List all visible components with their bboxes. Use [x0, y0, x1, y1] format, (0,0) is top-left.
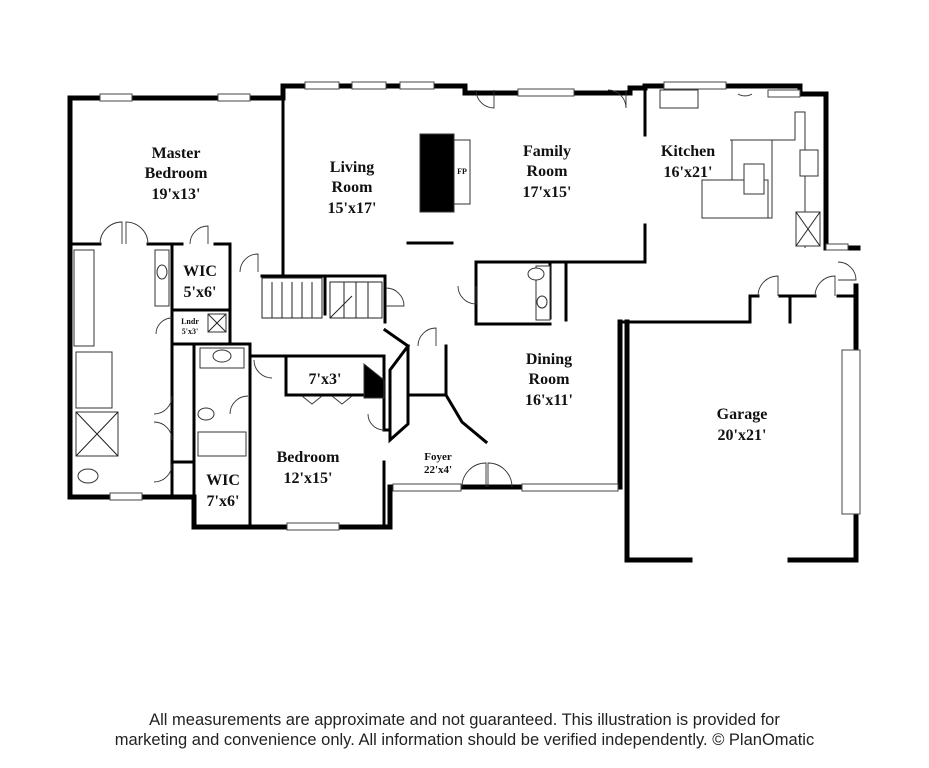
laundry-size: 5'x3' — [182, 327, 198, 336]
foyer-name: Foyer — [424, 451, 452, 463]
wic-bedroom-size: 7'x6' — [207, 493, 240, 510]
disclaimer-line-2: marketing and convenience only. All info… — [114, 731, 815, 749]
stairs — [261, 277, 383, 319]
laundry-name: Lndr — [181, 317, 199, 326]
family-room-name-1: Family — [523, 143, 571, 160]
dining-room-name-1: Dining — [526, 351, 572, 368]
dining-room-name-2: Room — [529, 371, 571, 388]
wic-master-name: WIC — [183, 263, 217, 280]
closet-size: 7'x3' — [309, 371, 342, 388]
garage-size: 20'x21' — [718, 427, 767, 444]
living-room-size: 15'x17' — [328, 200, 377, 217]
disclaimer-line-1: All measurements are approximate and not… — [149, 711, 780, 729]
room-labels: Master Bedroom 19'x13' Living Room 15'x1… — [145, 143, 768, 510]
master-bedroom-name-1: Master — [152, 145, 201, 162]
windows — [99, 81, 861, 531]
living-room-name-1: Living — [330, 159, 374, 176]
fireplace-label: FP — [457, 167, 467, 176]
master-bedroom-name-2: Bedroom — [145, 165, 208, 182]
wic-bedroom-name: WIC — [206, 472, 240, 489]
dining-room-size: 16'x11' — [525, 392, 573, 409]
bedroom-name: Bedroom — [277, 449, 340, 466]
doors — [99, 89, 857, 488]
fixtures: FP — [73, 89, 821, 484]
master-bedroom-size: 19'x13' — [152, 186, 201, 203]
foyer-size: 22'x4' — [424, 464, 452, 476]
family-room-size: 17'x15' — [523, 184, 572, 201]
garage-name: Garage — [717, 406, 768, 423]
living-room-name-2: Room — [332, 179, 374, 196]
kitchen-size: 16'x21' — [664, 164, 713, 181]
wic-master-size: 5'x6' — [184, 284, 217, 301]
interior-walls — [72, 84, 858, 529]
disclaimer: All measurements are approximate and not… — [0, 710, 929, 750]
bedroom-size: 12'x15' — [284, 470, 333, 487]
kitchen-name: Kitchen — [661, 143, 715, 160]
family-room-name-2: Room — [527, 163, 569, 180]
